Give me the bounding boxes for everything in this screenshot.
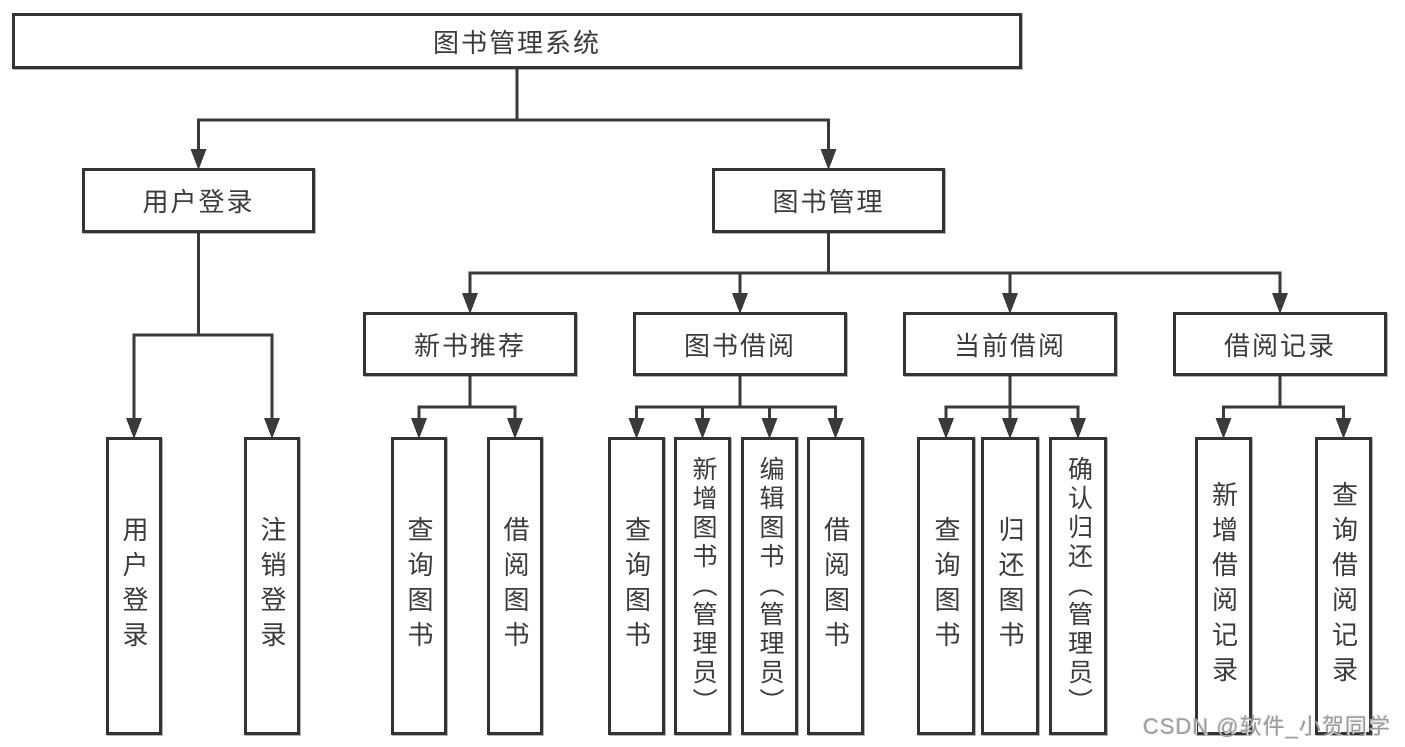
arrowhead-icon <box>1335 418 1352 439</box>
node-new-book-rec: 新书推荐 <box>363 312 577 376</box>
arrowhead-icon <box>820 149 837 170</box>
node-label: 新增图书（管理员） <box>689 455 717 717</box>
node-bb-edit-book: 编辑图书（管理员） <box>741 437 798 735</box>
arrowhead-icon <box>938 418 954 439</box>
arrowhead-icon <box>732 293 748 314</box>
node-label: 查询图书 <box>931 516 961 656</box>
arrowhead-icon <box>628 418 645 439</box>
node-label: 新书推荐 <box>413 330 526 361</box>
node-bb-borrow-book: 借阅图书 <box>807 437 864 735</box>
arrowhead-icon <box>462 293 478 314</box>
node-cb-search-book: 查询图书 <box>917 437 975 735</box>
watermark: CSDN @软件_小贺同学 <box>1142 714 1391 739</box>
node-label: 归还图书 <box>995 516 1025 656</box>
arrowhead-icon <box>827 418 844 439</box>
node-label: 查询借阅记录 <box>1328 481 1359 691</box>
node-bb-add-book: 新增图书（管理员） <box>674 437 731 735</box>
node-label: 用户登录 <box>142 187 255 217</box>
node-label: 确认归还（管理员） <box>1064 455 1093 717</box>
node-label: 图书管理 <box>772 187 885 217</box>
arrowhead-icon <box>1070 418 1086 439</box>
arrowhead-icon <box>694 418 711 439</box>
node-logout-action: 注销登录 <box>244 437 300 735</box>
arrowhead-icon <box>264 418 280 439</box>
arrowhead-icon <box>126 418 142 439</box>
node-user-login: 用户登录 <box>82 168 315 233</box>
node-label: 图书借阅 <box>683 330 796 361</box>
node-root: 图书管理系统 <box>12 13 1022 69</box>
node-label: 当前借阅 <box>953 330 1066 361</box>
node-current-borrow: 当前借阅 <box>903 312 1117 376</box>
node-login-action: 用户登录 <box>106 437 162 735</box>
node-label: 新增借阅记录 <box>1208 481 1239 691</box>
node-br-search-record: 查询借阅记录 <box>1315 437 1372 735</box>
node-cb-confirm-return: 确认归还（管理员） <box>1049 437 1107 735</box>
node-label: 编辑图书（管理员） <box>756 455 784 717</box>
arrowhead-icon <box>507 418 523 439</box>
node-book-borrow: 图书借阅 <box>633 312 847 376</box>
node-borrow-records: 借阅记录 <box>1173 312 1387 376</box>
node-label: 查询图书 <box>404 516 434 656</box>
arrowhead-icon <box>190 149 207 170</box>
node-label: 借阅记录 <box>1223 330 1336 361</box>
node-rec-borrow-book: 借阅图书 <box>487 437 543 735</box>
node-bb-search-book: 查询图书 <box>608 437 665 735</box>
node-label: 查询图书 <box>621 516 652 656</box>
node-label: 用户登录 <box>119 516 149 656</box>
arrowhead-icon <box>1215 418 1232 439</box>
arrowhead-icon <box>761 418 778 439</box>
arrowhead-icon <box>1002 293 1018 314</box>
node-label: 注销登录 <box>257 516 287 656</box>
arrowhead-icon <box>1272 293 1288 314</box>
node-br-add-record: 新增借阅记录 <box>1195 437 1252 735</box>
node-rec-search-book: 查询图书 <box>391 437 447 735</box>
arrowhead-icon <box>1002 418 1018 439</box>
node-cb-return-book: 归还图书 <box>981 437 1039 735</box>
node-label: 借阅图书 <box>820 516 851 656</box>
node-label: 借阅图书 <box>500 516 530 656</box>
node-label: 图书管理系统 <box>432 27 601 58</box>
node-book-mgmt: 图书管理 <box>712 168 945 233</box>
arrowhead-icon <box>411 418 427 439</box>
